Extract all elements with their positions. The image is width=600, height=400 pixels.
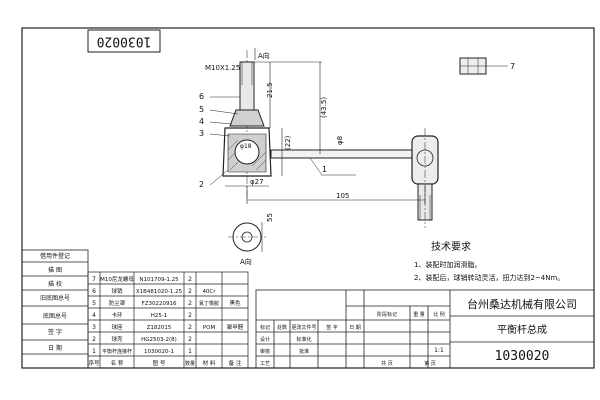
bom-row-part: H25-1 — [151, 313, 168, 319]
scale-value: 1:1 — [434, 347, 444, 354]
bom-row-qty: 2 — [188, 276, 192, 283]
tech-req-1: 1、装配时加润滑脂。 — [414, 260, 481, 269]
drawing-number: 1030020 — [495, 349, 550, 364]
bom-row-part: HG2503-2(8) — [141, 337, 177, 343]
bom-row-no: 5 — [92, 300, 96, 307]
view-a-bottom-label: A向 — [240, 257, 252, 266]
bom-header-note: 备 注 — [229, 359, 242, 367]
ball-housing — [222, 127, 272, 177]
bom-row-no: 6 — [92, 288, 96, 295]
bom-row-material: 40Cr — [202, 289, 216, 295]
sig-design: 设计 — [260, 336, 270, 343]
connecting-rod — [270, 149, 413, 159]
thread-label: M10X1.25 — [205, 64, 240, 72]
rev-label-date: 日 期 — [349, 325, 361, 331]
bom-row-qty: 2 — [188, 300, 192, 307]
bom-table — [87, 271, 249, 369]
part-name: 平衡杆总成 — [497, 323, 547, 336]
balloon-2: 2 — [199, 180, 204, 189]
rev-label-count: 处数 — [277, 324, 287, 331]
bom-row-no: 1 — [92, 348, 96, 355]
balloon-4: 4 — [199, 117, 204, 126]
bom-row-material: 氯丁橡胶 — [199, 300, 219, 307]
dim-43-5: (43.5) — [320, 97, 328, 118]
rev-label-doc: 更改文件号 — [291, 324, 316, 331]
bom-row-qty: 2 — [188, 312, 192, 319]
sig-approve: 批准 — [299, 348, 309, 355]
bom-row-part: N101709-1.25 — [139, 277, 179, 283]
balloon-1: 1 — [322, 165, 327, 174]
left-label-0: 借用件登记 — [40, 252, 70, 260]
left-label-3: 旧底图总号 — [40, 294, 70, 302]
left-label-1: 描 图 — [48, 266, 62, 274]
dust-cover — [229, 109, 265, 127]
bom-row-part: Z182015 — [147, 325, 172, 331]
tech-req-2: 2、装配后，球销转动灵活，扭力达到2~4Nm。 — [414, 273, 564, 282]
balloon-7: 7 — [510, 62, 515, 71]
sig-review: 审核 — [260, 348, 270, 355]
stage-mark: 阶段标记 — [377, 311, 397, 318]
left-label-2: 描 校 — [48, 280, 62, 288]
bom-header-material: 材 料 — [203, 359, 216, 367]
bom-row-no: 2 — [92, 336, 96, 343]
dim-55: 55 — [266, 213, 274, 222]
balloon-3: 3 — [199, 129, 204, 138]
bom-row-part: 1030020-1 — [144, 349, 174, 355]
bom-row-no: 3 — [92, 324, 96, 331]
bom-row-name: 防尘罩 — [109, 299, 126, 307]
stage-scale: 比 例 — [433, 311, 445, 318]
nylon-nut — [459, 57, 487, 75]
bom-row-name: 球座 — [111, 323, 123, 331]
bom-header-name: 名 称 — [111, 359, 124, 367]
bom-row-name: 球壳 — [111, 335, 123, 343]
drawing-number-box — [87, 29, 161, 53]
bom-header-part: 图 号 — [153, 359, 166, 367]
bom-row-material: POM — [203, 325, 216, 331]
sheet-border — [21, 27, 595, 369]
left-label-6: 日 期 — [48, 344, 62, 352]
bom-row-qty: 2 — [188, 336, 192, 343]
bom-rows: 7 M10尼龙螺母 N101709-1.25 2 6 球销 X1B481020-… — [88, 275, 243, 367]
tech-req-title: 技术要求 — [431, 240, 471, 253]
bom-header-qty: 数量 — [185, 360, 195, 367]
bom-row-name: 卡环 — [111, 311, 123, 319]
ball — [234, 139, 260, 165]
rev-label-sign: 签 字 — [326, 324, 338, 331]
left-label-4: 底图总号 — [43, 312, 67, 320]
bom-row-name: 球销 — [111, 287, 123, 295]
dim-22: (22) — [284, 135, 292, 150]
bom-row-part: X1B481020-1.25 — [136, 289, 183, 295]
bom-row-part: FZ30220916 — [142, 301, 177, 307]
rev-label-mark: 标记 — [260, 324, 270, 331]
drawing-number-rotated: 1030020 — [97, 34, 152, 49]
sig-process: 工艺 — [260, 361, 270, 367]
bom-row-no: 4 — [92, 312, 96, 319]
bom-row-note: 黑色 — [229, 299, 241, 307]
dim-dia-8: φ8 — [336, 136, 344, 145]
dim-dia-18: φ18 — [240, 143, 252, 150]
bom-header-no: 序号 — [88, 359, 100, 367]
page-current: 第 页 — [424, 360, 436, 367]
bom-row-no: 7 — [92, 276, 96, 283]
bom-row-qty: 2 — [188, 288, 192, 295]
bom-row-qty: 1 — [188, 348, 192, 355]
balloon-6: 6 — [199, 92, 204, 101]
bom-row-name: 平衡杆连接杆 — [102, 348, 132, 355]
left-label-5: 签 字 — [48, 328, 62, 336]
dim-105: 105 — [336, 192, 349, 200]
bom-row-note: 聚甲醛 — [227, 323, 244, 331]
bom-row-qty: 2 — [188, 324, 192, 331]
dim-21-5: 21.5 — [266, 82, 274, 98]
title-block — [255, 289, 595, 369]
page-total: 共 页 — [381, 360, 393, 367]
sig-standard: 标准化 — [296, 336, 311, 343]
dim-dia-27: φ27 — [250, 178, 264, 186]
bom-row-name: M10尼龙螺母 — [100, 275, 134, 283]
balloon-5: 5 — [199, 105, 204, 114]
stage-weight: 重 量 — [413, 311, 425, 318]
view-a-label: A向 — [258, 51, 270, 60]
company-name: 台州桑达机械有限公司 — [467, 297, 577, 311]
